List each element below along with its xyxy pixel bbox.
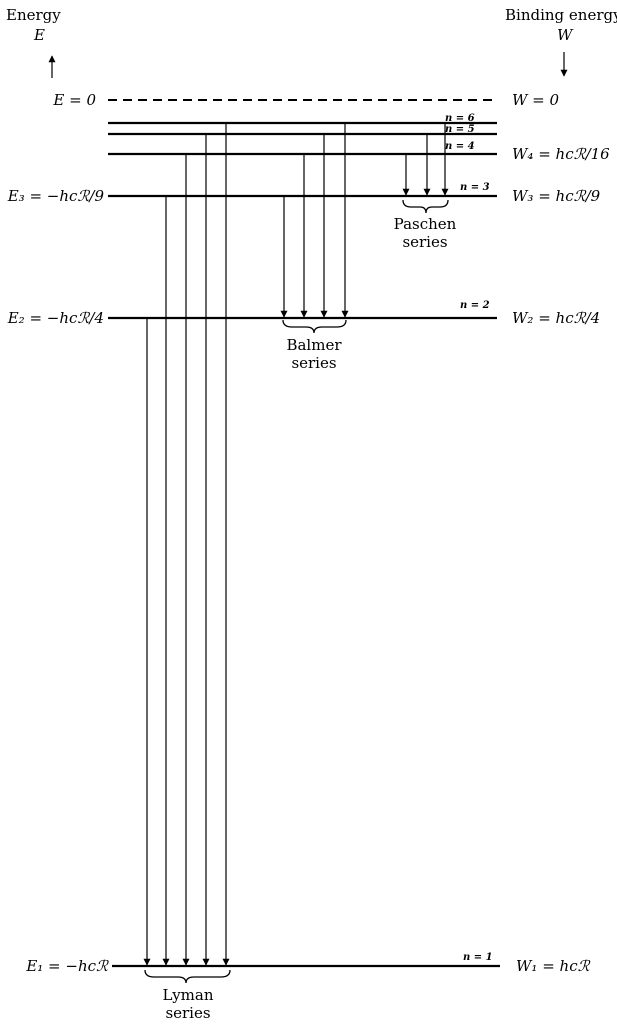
balmer-label-line2: series [291,354,336,372]
level-n1-label: n = 1 [463,952,493,963]
level-n6-label: n = 6 [445,113,475,124]
binding-energy-axis-title: Binding energy [505,6,617,24]
balmer-label-line1: Balmer [286,336,342,354]
level-n3-label: n = 3 [460,182,490,193]
binding-label-n4: W₄ = hcℛ/16 [512,145,610,163]
level-n5-label: n = 5 [445,124,475,135]
lyman-label-line2: series [165,1004,210,1022]
binding-label-n2: W₂ = hcℛ/4 [512,309,600,327]
paschen-label-line1: Paschen [394,215,457,233]
lyman-label-line1: Lyman [163,986,214,1004]
paschen-label-line2: series [402,233,447,251]
energy-label-n2: E₂ = −hcℛ/4 [7,309,104,327]
lyman-brace [144,969,231,984]
binding-label-n1: W₁ = hcℛ [516,957,591,975]
binding-label-ionization: W = 0 [512,91,560,109]
level-n4-label: n = 4 [445,141,475,152]
energy-axis-symbol: E [33,26,45,44]
energy-label-n3: E₃ = −hcℛ/9 [7,187,105,205]
binding-label-n3: W₃ = hcℛ/9 [512,187,601,205]
energy-label-ionization: E = 0 [52,91,96,109]
energy-label-n1: E₁ = −hcℛ [25,957,109,975]
level-n2-label: n = 2 [460,300,490,311]
energy-axis-title: Energy [6,6,61,24]
binding-energy-axis-symbol: W [557,26,574,44]
balmer-brace [282,319,347,334]
paschen-brace [402,199,449,214]
